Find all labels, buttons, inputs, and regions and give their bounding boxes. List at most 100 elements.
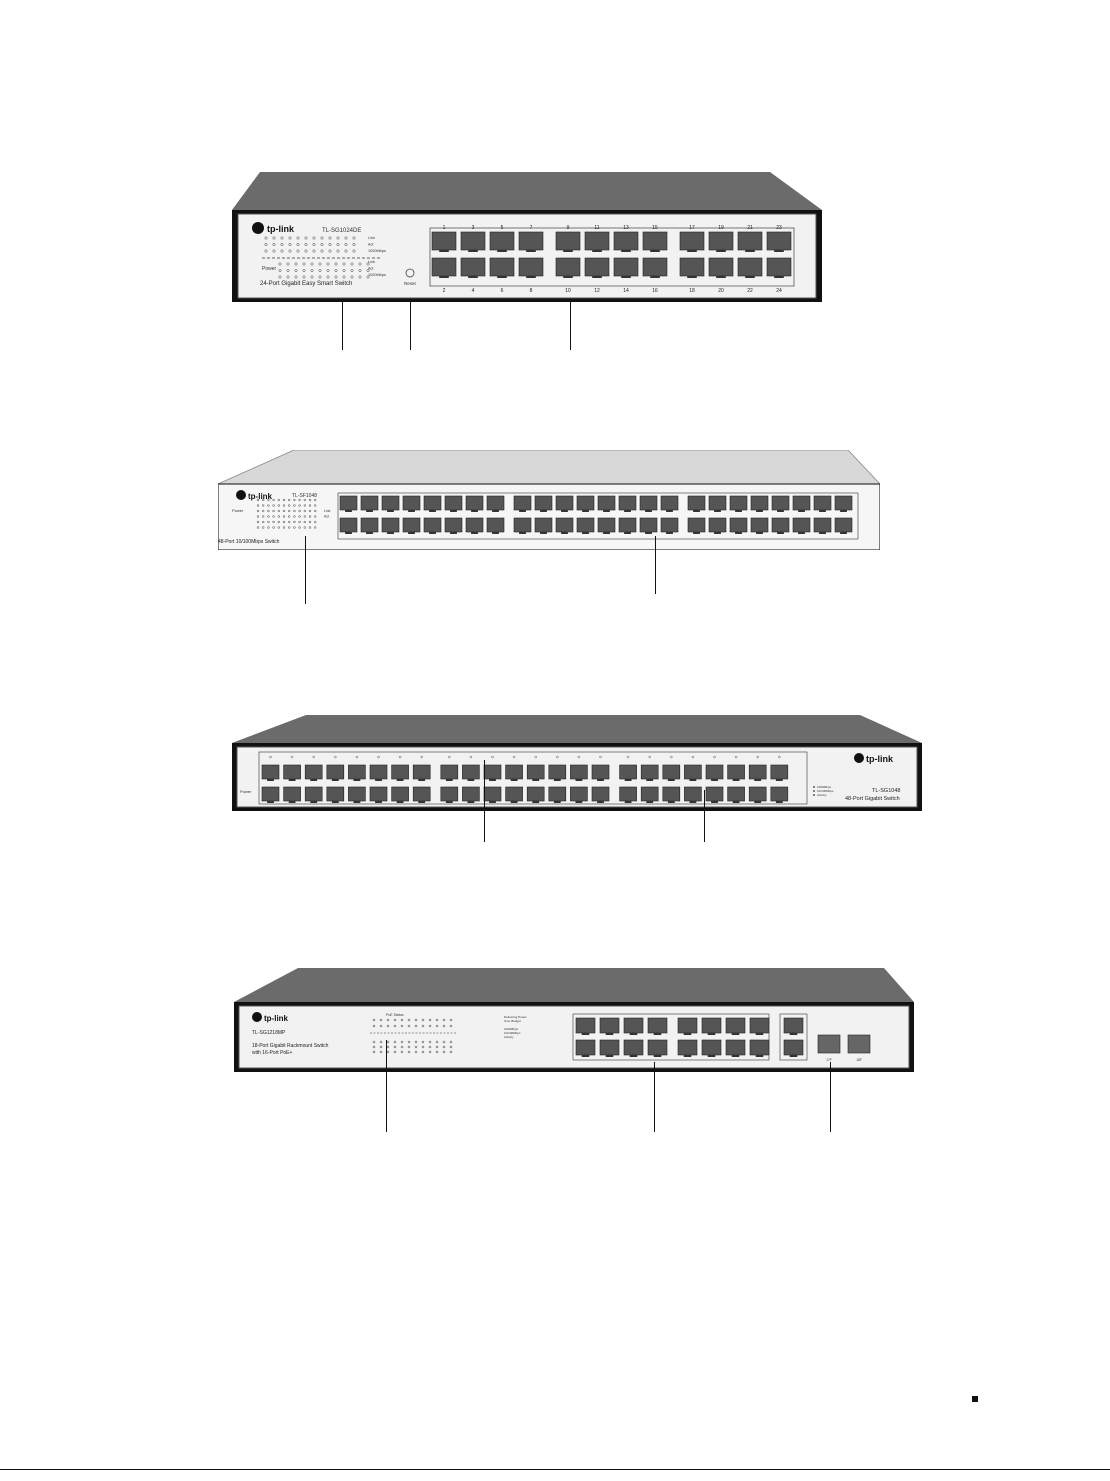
port-29[interactable] [570, 764, 588, 781]
port-33[interactable] [687, 495, 706, 512]
port-31[interactable] [660, 495, 679, 512]
port-12[interactable] [444, 517, 463, 534]
port-7[interactable] [326, 764, 345, 781]
port-21[interactable] [483, 764, 502, 781]
port-11[interactable] [444, 495, 463, 512]
port-26[interactable] [597, 517, 616, 534]
port-27[interactable] [548, 764, 567, 781]
port-46[interactable] [748, 786, 767, 803]
port-48[interactable] [834, 517, 853, 534]
port-2[interactable] [431, 257, 457, 278]
port-39[interactable] [684, 764, 702, 781]
port-21[interactable] [555, 495, 574, 512]
port-30[interactable] [639, 517, 658, 534]
port-1[interactable] [339, 495, 358, 512]
port-18[interactable] [440, 786, 459, 803]
port-25[interactable] [597, 495, 616, 512]
port-28[interactable] [548, 786, 567, 803]
port-23[interactable] [505, 764, 523, 781]
port-14[interactable] [465, 517, 484, 534]
port-5[interactable] [304, 764, 323, 781]
port-1[interactable] [261, 764, 280, 781]
port-32[interactable] [591, 786, 610, 803]
port-14[interactable] [613, 257, 639, 278]
port-8[interactable] [518, 257, 544, 278]
port-10[interactable] [555, 257, 581, 278]
port-46[interactable] [813, 517, 832, 534]
port-5[interactable] [489, 231, 515, 252]
port-22[interactable] [737, 257, 763, 278]
port-25[interactable] [526, 764, 545, 781]
port-23[interactable] [766, 231, 792, 252]
port-4[interactable] [599, 1039, 620, 1057]
port-3[interactable] [360, 495, 379, 512]
port-37[interactable] [662, 764, 681, 781]
port-9[interactable] [677, 1017, 698, 1035]
port-45[interactable] [748, 764, 767, 781]
port-14[interactable] [725, 1039, 746, 1057]
port-17[interactable] [513, 495, 532, 512]
port-18[interactable] [513, 517, 532, 534]
port-40[interactable] [684, 786, 702, 803]
port-38[interactable] [729, 517, 748, 534]
port-18[interactable] [679, 257, 705, 278]
port-48[interactable] [770, 786, 789, 803]
port-30[interactable] [570, 786, 588, 803]
port-35[interactable] [640, 764, 659, 781]
port-20[interactable] [708, 257, 734, 278]
port-36[interactable] [708, 517, 727, 534]
port-16[interactable] [412, 786, 431, 803]
port-15[interactable] [412, 764, 431, 781]
port-40[interactable] [750, 517, 769, 534]
port-1[interactable] [431, 231, 457, 252]
port-14[interactable] [391, 786, 409, 803]
port-11[interactable] [701, 1017, 722, 1035]
port-24[interactable] [576, 517, 595, 534]
port-9[interactable] [348, 764, 366, 781]
port-15[interactable] [749, 1017, 770, 1035]
port-29[interactable] [639, 495, 658, 512]
port-41[interactable] [705, 764, 724, 781]
port-4[interactable] [283, 786, 301, 803]
port-24[interactable] [766, 257, 792, 278]
port-37[interactable] [729, 495, 748, 512]
port-7[interactable] [402, 495, 421, 512]
port-20[interactable] [534, 517, 553, 534]
port-33[interactable] [619, 764, 637, 781]
port-10[interactable] [677, 1039, 698, 1057]
port-18[interactable] [783, 1039, 804, 1057]
port-6[interactable] [489, 257, 515, 278]
port-26[interactable] [526, 786, 545, 803]
port-13[interactable] [391, 764, 409, 781]
port-17[interactable] [440, 764, 459, 781]
port-12[interactable] [369, 786, 388, 803]
port-45[interactable] [813, 495, 832, 512]
port-16[interactable] [749, 1039, 770, 1057]
port-39[interactable] [750, 495, 769, 512]
port-28[interactable] [618, 517, 637, 534]
port-12[interactable] [584, 257, 610, 278]
port-24[interactable] [505, 786, 523, 803]
port-34[interactable] [619, 786, 637, 803]
port-9[interactable] [423, 495, 442, 512]
port-32[interactable] [660, 517, 679, 534]
port-31[interactable] [591, 764, 610, 781]
sfp-slot-17F[interactable] [817, 1034, 841, 1054]
port-2[interactable] [575, 1039, 596, 1057]
port-19[interactable] [534, 495, 553, 512]
port-13[interactable] [613, 231, 639, 252]
port-44[interactable] [792, 517, 811, 534]
port-1[interactable] [575, 1017, 596, 1035]
port-10[interactable] [348, 786, 366, 803]
port-3[interactable] [599, 1017, 620, 1035]
port-11[interactable] [369, 764, 388, 781]
port-27[interactable] [618, 495, 637, 512]
port-19[interactable] [462, 764, 480, 781]
port-47[interactable] [834, 495, 853, 512]
port-16[interactable] [642, 257, 668, 278]
port-42[interactable] [771, 517, 790, 534]
port-23[interactable] [576, 495, 595, 512]
port-7[interactable] [518, 231, 544, 252]
port-47[interactable] [770, 764, 789, 781]
port-6[interactable] [381, 517, 400, 534]
